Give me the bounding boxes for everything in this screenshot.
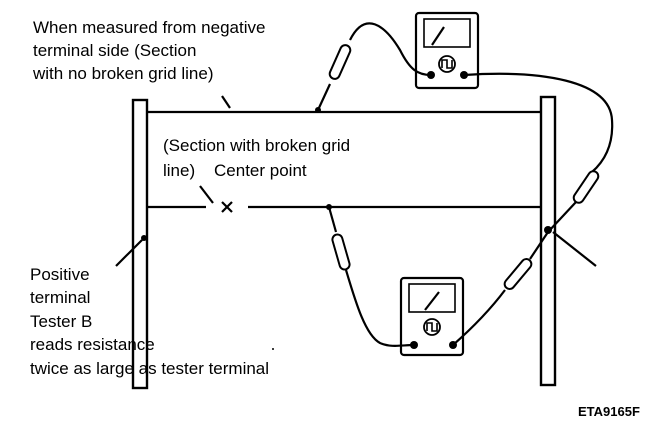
speck xyxy=(272,348,274,350)
positive-terminal-pointer xyxy=(115,239,143,267)
ohmmeter-symbol-icon-lower xyxy=(423,318,441,336)
negative-side-pointer xyxy=(221,95,231,109)
probe-upper-right-tip xyxy=(547,201,577,233)
lead-upper-left xyxy=(349,22,432,77)
meter-needle xyxy=(431,26,445,46)
contact-lower xyxy=(326,204,332,210)
lead-upper-right xyxy=(463,72,614,173)
broken-section-pointer xyxy=(199,185,214,204)
probe-upper-left-tip xyxy=(317,83,331,111)
lead-lower-left xyxy=(344,269,415,347)
positive-terminal-label: Positive terminal Tester B reads resista… xyxy=(30,265,269,378)
negative-side-label: When measured from negative terminal sid… xyxy=(32,18,270,83)
tester-lower xyxy=(399,276,465,357)
probe-upper-right xyxy=(572,170,600,204)
left-bus-bar xyxy=(131,98,149,390)
meter-needle-lower xyxy=(424,291,440,311)
positive-terminal-point xyxy=(141,235,147,241)
x-mark-icon xyxy=(221,201,233,213)
tester-upper xyxy=(414,11,480,90)
contact-right-bar xyxy=(544,226,552,234)
broken-section-label: (Section with broken grid line) Center p… xyxy=(163,136,355,180)
probe-upper-left xyxy=(328,44,352,80)
contact-upper xyxy=(315,107,321,113)
right-terminal-pointer xyxy=(552,231,597,267)
probe-lower-left xyxy=(331,233,351,271)
ohmmeter-symbol-icon xyxy=(438,55,456,73)
probe-lower-right xyxy=(503,258,533,290)
probe-lower-left-tip xyxy=(327,206,338,233)
figure-code: ETA9165F xyxy=(578,404,640,419)
probe-lower-right-tip xyxy=(529,231,549,260)
lead-lower-right xyxy=(452,289,506,346)
